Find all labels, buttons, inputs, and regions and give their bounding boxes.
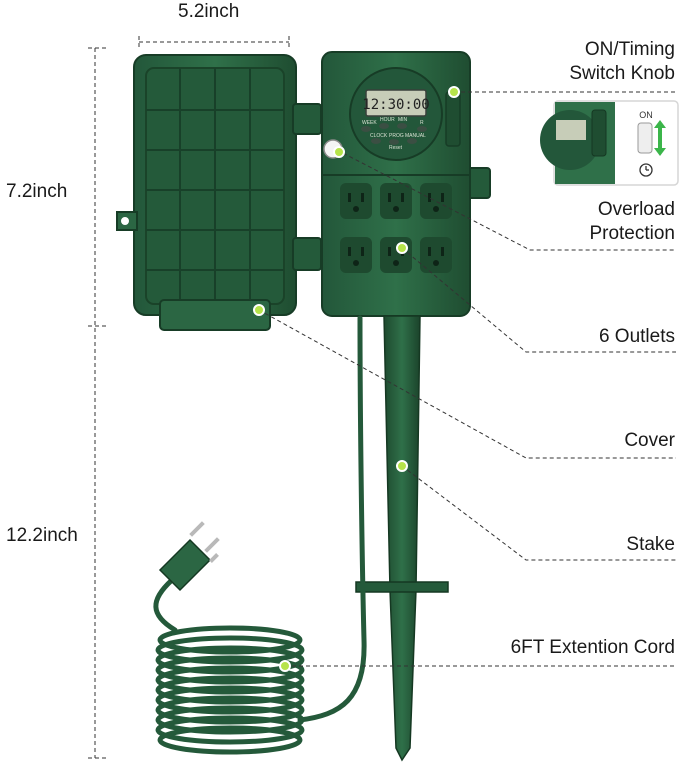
btn-week-label: WEEK bbox=[362, 120, 377, 126]
stake bbox=[355, 315, 449, 762]
dot-cover bbox=[253, 304, 265, 316]
btn-hour-label: HOUR bbox=[380, 117, 395, 123]
outlet bbox=[340, 183, 372, 219]
dot-outlets bbox=[396, 242, 408, 254]
dot-stake bbox=[396, 460, 408, 472]
cover bbox=[116, 54, 297, 331]
switch-knob-label-line2: Switch Knob bbox=[569, 63, 675, 84]
callout-dots bbox=[253, 86, 460, 672]
clock-icon bbox=[639, 163, 653, 177]
outlets-label: 6 Outlets bbox=[598, 326, 675, 347]
stake-label: Stake bbox=[626, 534, 675, 555]
extension-cord bbox=[153, 315, 367, 755]
height-total-dimension-label: 12.2inch bbox=[6, 525, 78, 546]
outlet bbox=[380, 237, 412, 273]
inset-on-label: ON bbox=[639, 110, 653, 120]
btn-min-label: MIN bbox=[398, 117, 408, 123]
outlet bbox=[420, 183, 452, 219]
hinges bbox=[292, 103, 491, 271]
btn-prog-label: PROG bbox=[389, 133, 404, 139]
callout-lines bbox=[258, 91, 676, 667]
btn-reset-label: Reset bbox=[389, 145, 403, 151]
btn-r-label: R bbox=[420, 120, 424, 126]
dot-switch bbox=[448, 86, 460, 98]
switch-knob-label-line1: ON/Timing bbox=[584, 39, 675, 60]
overload-label-line1: Overload bbox=[597, 199, 675, 220]
btn-clock-label: CLOCK bbox=[370, 133, 388, 139]
outlet bbox=[420, 237, 452, 273]
dot-cord bbox=[279, 660, 291, 672]
timer-display: 12:30:00 bbox=[362, 97, 429, 113]
dimension-lines bbox=[88, 36, 290, 759]
btn-manual-label: MANUAL bbox=[405, 133, 426, 139]
cover-label: Cover bbox=[624, 430, 675, 451]
timer-dial: 12:30:00 WEEK HOUR MIN R CLOCK PROG MANU… bbox=[349, 67, 443, 161]
dot-overload bbox=[333, 146, 345, 158]
height-top-dimension-label: 7.2inch bbox=[6, 181, 68, 202]
up-down-arrow-icon bbox=[654, 120, 666, 156]
cord-label: 6FT Extention Cord bbox=[510, 637, 675, 658]
width-dimension-label: 5.2inch bbox=[178, 1, 240, 22]
plug bbox=[158, 521, 220, 592]
switch-inset: ON bbox=[540, 100, 679, 186]
outlet bbox=[380, 183, 412, 219]
overload-label-line2: Protection bbox=[589, 223, 675, 244]
outlet bbox=[340, 237, 372, 273]
